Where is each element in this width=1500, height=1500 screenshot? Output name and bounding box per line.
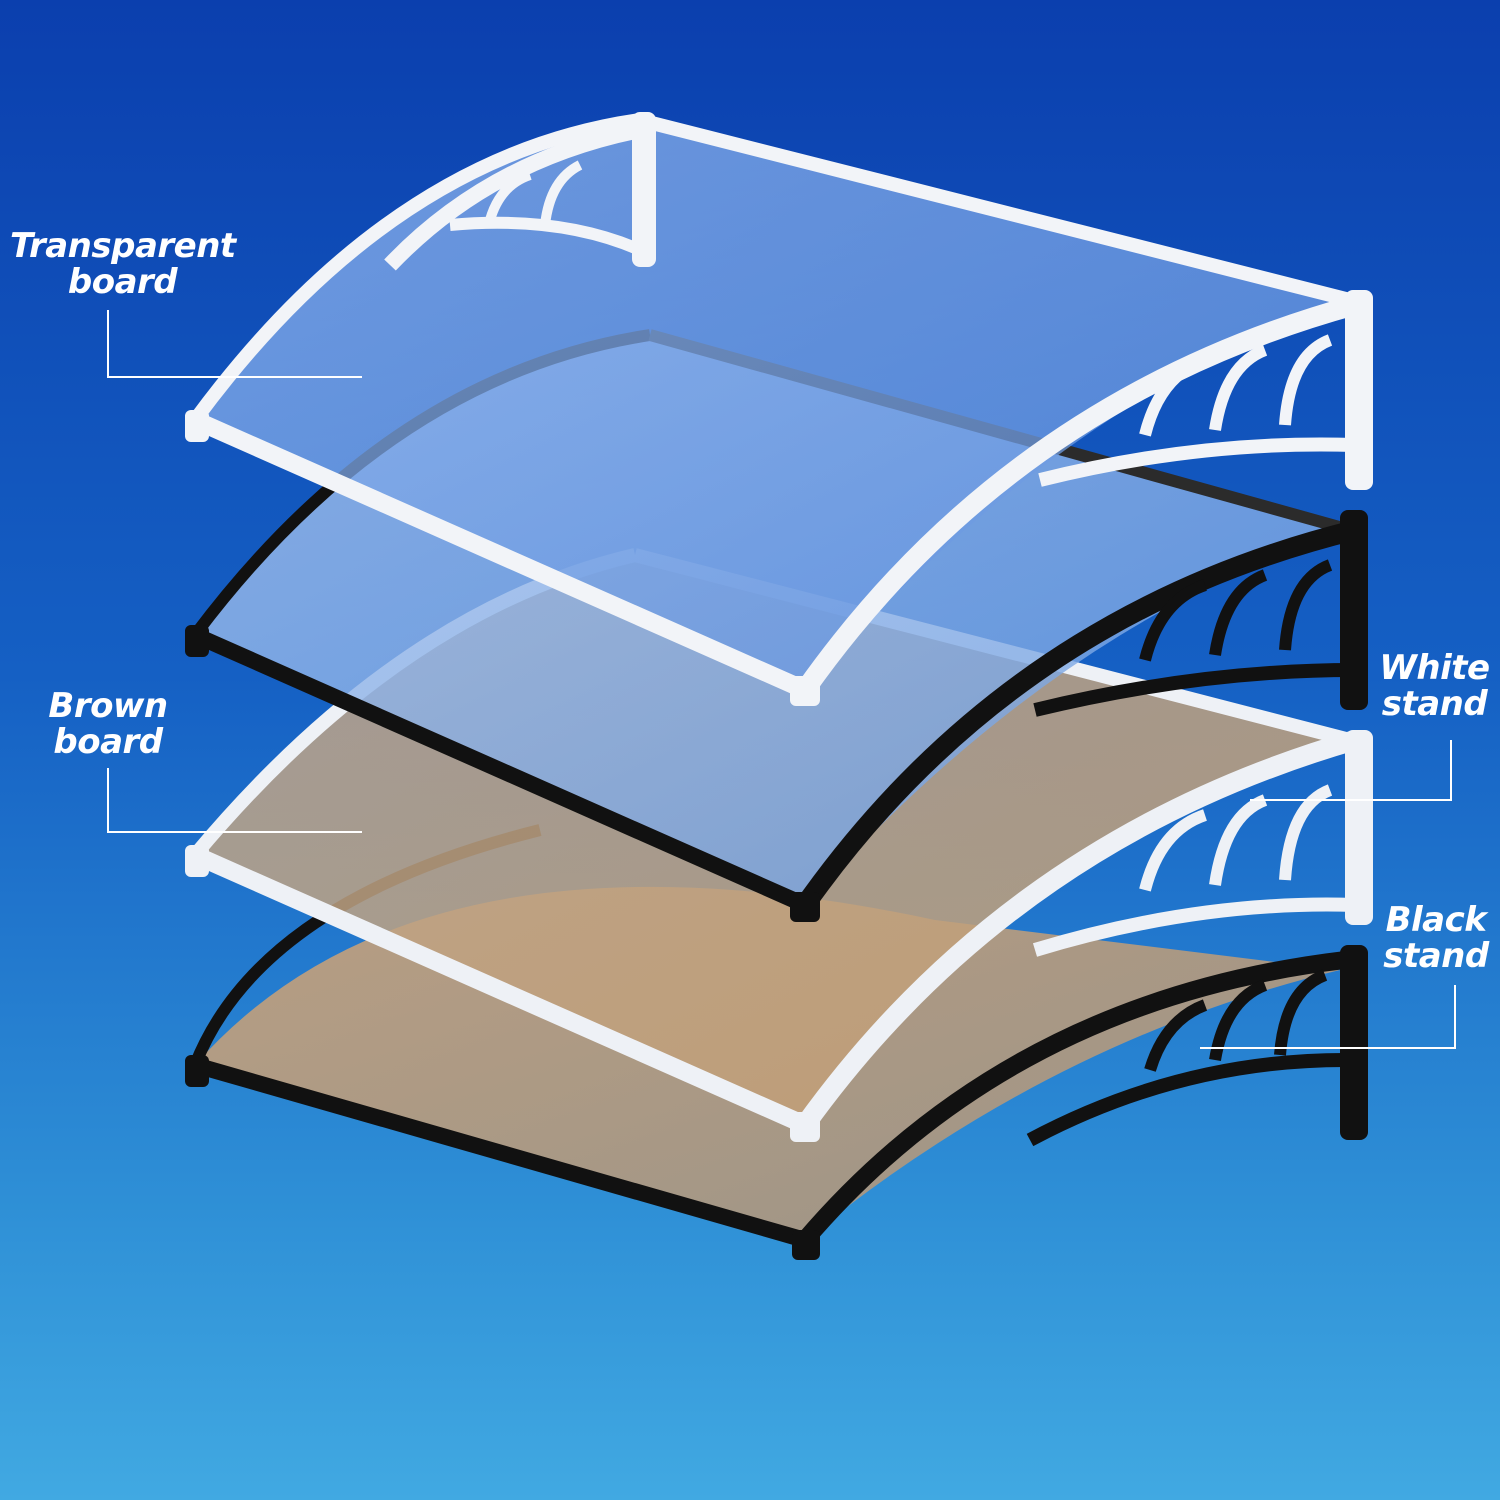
label-transparent-board-line2: board: [67, 262, 178, 302]
white-brace-top: [1038, 437, 1356, 487]
white-wall-plate-top: [1345, 290, 1373, 490]
label-transparent-board-line1: Transparent: [10, 226, 236, 266]
black-front-rail: [187, 627, 813, 913]
white-end-cap-left: [185, 845, 209, 877]
label-white-stand-line1: White: [1379, 648, 1490, 688]
label-brown-board-line2: board: [53, 722, 163, 762]
label-transparent-board: Transparent board: [10, 226, 236, 302]
black-brace-bottom: [1026, 1053, 1346, 1147]
leader-black-stand: [1200, 985, 1456, 1049]
white-rear-rings-top: [485, 160, 583, 226]
white-arc-rail-top: [189, 113, 641, 425]
black-end-cap-right: [790, 892, 820, 922]
canopy-clear-white: [185, 112, 1373, 706]
leader-lines: [107, 310, 1456, 1049]
white-back-rail-top: [638, 113, 1352, 307]
black-end-cap-left: [185, 625, 209, 657]
label-black-stand-line1: Black: [1385, 900, 1487, 940]
black-wall-plate-bottom: [1340, 945, 1368, 1140]
label-white-stand-line2: stand: [1381, 684, 1488, 724]
label-black-stand-line2: stand: [1383, 936, 1489, 976]
black-front-rail-bottom: [187, 1057, 813, 1248]
white-rear-arm-top: [384, 122, 642, 271]
black-brace-rings: [1139, 559, 1333, 662]
white-front-rail-top: [186, 411, 814, 699]
black-end-cap-right-bottom: [792, 1230, 820, 1260]
white-rear-plate-top: [632, 112, 656, 267]
white-end-cap-left-top: [185, 410, 209, 442]
white-brace: [1032, 897, 1356, 957]
black-end-cap-left-bottom: [185, 1055, 209, 1087]
white-arm-top: [796, 295, 1358, 696]
black-arm-bottom: [798, 951, 1347, 1246]
leader-white-stand: [1250, 740, 1452, 801]
white-front-rail: [186, 846, 814, 1134]
white-end-cap-right: [790, 1112, 820, 1142]
black-arm: [796, 520, 1358, 911]
leader-brown-board: [107, 768, 362, 833]
white-rear-brace-top: [449, 216, 643, 256]
label-brown-board-line1: Brown: [48, 686, 168, 726]
label-black-stand: Black stand: [1375, 902, 1497, 974]
white-brace-rings-top: [1139, 334, 1333, 437]
black-brace: [1033, 663, 1356, 717]
white-arm: [796, 730, 1358, 1131]
black-wall-plate: [1340, 510, 1368, 710]
white-end-cap-right-top: [790, 676, 820, 706]
white-brace-rings: [1139, 784, 1333, 892]
label-white-stand: White stand: [1372, 650, 1497, 722]
leader-transparent-board: [107, 310, 362, 378]
white-wall-plate: [1345, 730, 1373, 925]
label-brown-board: Brown board: [38, 688, 178, 760]
